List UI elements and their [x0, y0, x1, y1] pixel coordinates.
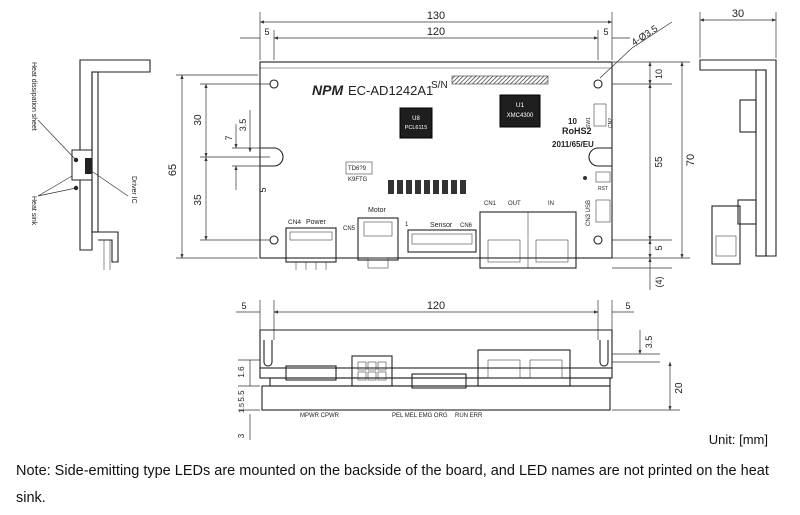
dim-margin-left: 5 [264, 27, 269, 37]
rohs-label: RoHS2 [562, 126, 592, 136]
dim-height-65: 65 [167, 164, 179, 176]
led-labels-left: MPWR CPWR [300, 413, 340, 419]
directive-label: 2011/65/EU [552, 140, 594, 149]
in-label: IN [548, 201, 554, 207]
driver-ic-label: Driver IC [130, 176, 137, 204]
cn1-label: CN1 [484, 201, 497, 207]
model-label: EC-AD1242A1 [348, 83, 433, 98]
dim-front-3: 3 [237, 433, 246, 438]
cn6-sensor-connector [407, 229, 477, 253]
power-label: Power [306, 219, 327, 226]
dim-10: 10 [654, 69, 664, 79]
sensor-label: Sensor [430, 222, 453, 229]
drawing-canvas: 130 120 5 5 4-Ø3.5 NPM EC-AD1242A1 S/N U… [30, 8, 777, 440]
cn3-usb-connector [595, 199, 611, 223]
front-view: 120 5 5 MPWR CPWR PEL MEL EMG ORG RUN ER… [236, 300, 685, 440]
dim-7: 7 [224, 135, 234, 140]
dim-front-1-5: 1.5 [239, 403, 246, 413]
motor-label: Motor [368, 207, 387, 214]
pin1-label: 1 [405, 222, 409, 228]
cn4-power-connector [285, 227, 337, 270]
note-text: Note: Side-emitting type LEDs are mounte… [16, 463, 769, 506]
heat-dissipation-sheet-label: Heat dissipation sheet [30, 62, 37, 131]
serial-label: S/N [431, 80, 448, 91]
dim-front-1-6: 1.6 [237, 366, 246, 378]
dim-side-30: 30 [732, 8, 744, 20]
dim-70: 70 [685, 154, 697, 166]
top-view: 130 120 5 5 4-Ø3.5 NPM EC-AD1242A1 S/N U… [167, 10, 697, 290]
serial-number-field [451, 75, 549, 85]
cn1-ethernet-connector [479, 211, 577, 269]
dim-margin-right: 5 [603, 27, 608, 37]
dim-front-left: 5 [241, 301, 246, 311]
dim-inner-width: 120 [427, 26, 445, 38]
chip-u8-part: PCL6115 [405, 125, 428, 131]
dim-35: 35 [193, 194, 204, 206]
smd-row [388, 180, 466, 194]
kftg-label: K9FTG [348, 177, 368, 183]
dim-3-5: 3.5 [238, 119, 248, 132]
led-labels-right: RUN ERR [455, 413, 483, 419]
dim-front-width: 120 [427, 300, 445, 312]
right-side-view: 30 [699, 8, 777, 265]
chip-u8 [399, 107, 433, 139]
td-label: TD6?9 [348, 166, 367, 172]
dim-5-right: 5 [654, 245, 664, 250]
rohs-number: 10 [568, 117, 577, 126]
dim-front-20: 20 [674, 382, 685, 394]
cn6-label: CN6 [460, 223, 473, 229]
cn2-connector [593, 103, 607, 127]
left-side-view: Heat dissipation sheet Heat sink Driver … [30, 59, 151, 270]
dim-30: 30 [193, 114, 204, 126]
sw-label: SW1 [586, 117, 592, 128]
brand-logo: NPM [312, 82, 343, 98]
cn2-label: CN2 [608, 118, 614, 128]
dim-front-right: 5 [625, 301, 630, 311]
led-labels-mid: PEL MEL EMG ORG [392, 413, 448, 419]
heat-sink-label: Heat sink [30, 196, 37, 226]
rst-label: RST [598, 186, 608, 192]
cn5-motor-connector [357, 217, 399, 269]
cn5-label: CN5 [343, 226, 356, 232]
cn4-label: CN4 [288, 219, 301, 226]
dim-55: 55 [654, 156, 665, 168]
dim-hole-callout: 4-Ø3.5 [630, 23, 660, 48]
dim-overall-width: 130 [427, 10, 445, 22]
dim-front-5-5: 5.5 [237, 390, 246, 402]
out-label: OUT [508, 201, 521, 207]
dim-5-left: 5 [258, 187, 268, 192]
chip-u1 [499, 94, 541, 128]
cn3-label: CN3 USB [586, 200, 592, 226]
chip-u1-part: XMC4300 [507, 113, 534, 119]
chip-u1-name: U1 [516, 102, 525, 109]
dim-front-3-5: 3.5 [644, 336, 654, 349]
chip-u8-name: U8 [412, 116, 420, 122]
dim-4: (4) [654, 276, 664, 287]
unit-label: Unit: [mm] [708, 432, 768, 447]
